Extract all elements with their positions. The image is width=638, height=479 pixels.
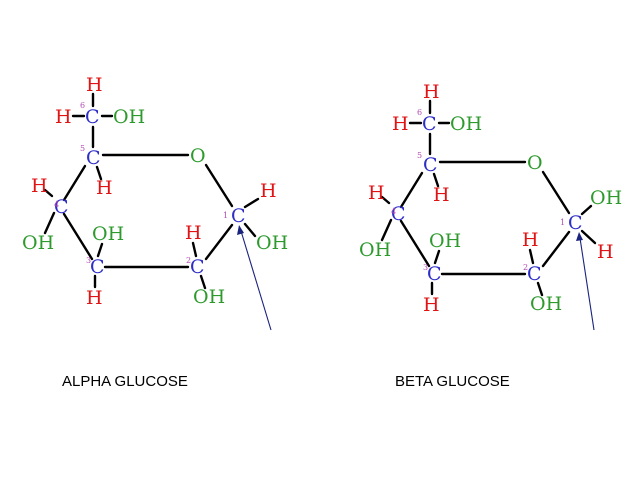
c2-oh: OH (193, 286, 225, 308)
bond-c1-oh (243, 222, 257, 238)
bond-c4-h (43, 188, 54, 198)
c4-number: 4 (54, 200, 59, 209)
bond-c3-oh (96, 242, 104, 258)
c4-h: H (31, 175, 48, 197)
c3-oh: OH (92, 223, 124, 245)
c1-up-substituent: H (260, 180, 277, 202)
alpha-caption: ALPHA GLUCOSE (62, 373, 188, 390)
bond-c4-c5 (62, 164, 87, 202)
bond-o-c1 (541, 170, 571, 215)
c1-down-substituent: H (597, 241, 614, 263)
anomeric-pointer-arrowhead (576, 232, 583, 241)
c2-oh: OH (530, 293, 562, 315)
bond-c1-oh-up (580, 204, 593, 216)
c4-carbon: C (54, 196, 69, 218)
c1-number: 1 (560, 218, 565, 227)
bond-c2-oh (536, 281, 544, 297)
c3-number: 3 (423, 263, 428, 272)
ring-oxygen: O (527, 152, 543, 174)
c2-h: H (185, 222, 202, 244)
c3-h: H (423, 294, 440, 316)
c6-oh: OH (450, 113, 482, 135)
c3-oh: OH (429, 230, 461, 252)
c1-up-substituent: OH (590, 187, 622, 209)
bond-c2-h (191, 241, 198, 258)
c1-carbon: C (568, 212, 583, 234)
c5-h: H (96, 177, 113, 199)
c3-carbon: C (427, 263, 442, 285)
c3-carbon: C (90, 256, 105, 278)
c1-number: 1 (223, 211, 228, 220)
bond-c5-h (432, 172, 440, 188)
bond-o-c1 (204, 163, 234, 208)
c2-carbon: C (190, 256, 205, 278)
bond-c4-oh (43, 211, 56, 235)
c3-number: 3 (86, 256, 91, 265)
beta-caption: BETA GLUCOSE (395, 373, 510, 390)
anomeric-pointer-arrow (579, 237, 595, 331)
c6-carbon: C (85, 106, 100, 128)
c1-down-substituent: OH (256, 232, 288, 254)
c1-carbon: C (231, 205, 246, 227)
c4-oh: OH (359, 239, 391, 261)
bond-c3-c4 (62, 212, 94, 261)
c4-oh: OH (22, 232, 54, 254)
c6-h-left: H (392, 113, 409, 135)
bond-c2-h (528, 248, 535, 265)
c4-number: 4 (391, 207, 396, 216)
bond-c3-c4 (399, 219, 431, 268)
bond-c4-h (380, 195, 391, 205)
c6-number: 6 (80, 101, 85, 110)
c5-number: 5 (80, 144, 85, 153)
bond-c4-oh (380, 218, 393, 242)
c5-h: H (433, 184, 450, 206)
bond-c1-c2 (204, 223, 234, 261)
c2-number: 2 (523, 263, 528, 272)
bond-c1-h-down (580, 229, 597, 245)
c6-h-left: H (55, 106, 72, 128)
bond-c2-oh (199, 274, 207, 290)
c4-carbon: C (391, 203, 406, 225)
c5-carbon: C (86, 147, 101, 169)
c2-carbon: C (527, 263, 542, 285)
alpha-glucose-structure: H C 6 H OH C 5 H O C 4 H OH C 3 OH H C 2… (22, 74, 288, 390)
bond-c3-oh (433, 249, 441, 265)
c6-carbon: C (422, 113, 437, 135)
anomeric-pointer-arrow (240, 230, 272, 331)
ring-oxygen: O (190, 145, 206, 167)
bond-c1-h (243, 197, 260, 209)
c4-h: H (368, 182, 385, 204)
c2-h: H (522, 229, 539, 251)
c3-h: H (86, 287, 103, 309)
bond-c4-c5 (399, 171, 424, 209)
c5-carbon: C (423, 154, 438, 176)
c6-number: 6 (417, 108, 422, 117)
c6-h-top: H (86, 74, 103, 96)
anomeric-pointer-arrowhead (237, 225, 244, 235)
beta-glucose-structure: H C 6 H OH C 5 H O C 4 H OH C 3 OH H C 2… (359, 81, 622, 390)
c6-h-top: H (423, 81, 440, 103)
c2-number: 2 (186, 256, 191, 265)
c5-number: 5 (417, 151, 422, 160)
bond-c5-h (95, 165, 103, 181)
c6-oh: OH (113, 106, 145, 128)
bond-c1-c2 (541, 230, 571, 268)
